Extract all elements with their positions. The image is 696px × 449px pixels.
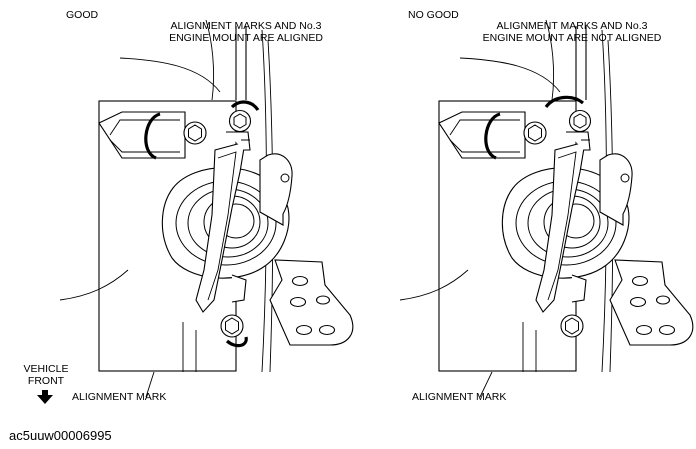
no-good-caption-line1: ALIGNMENT MARKS AND No.3 bbox=[496, 20, 648, 32]
good-alignment-mark-label: ALIGNMENT MARK bbox=[72, 391, 167, 403]
alignment-mark-upper-good bbox=[230, 100, 260, 111]
vehicle-front-line1: VEHICLE bbox=[23, 363, 69, 375]
good-caption: ALIGNMENT MARKS AND No.3 ENGINE MOUNT AR… bbox=[156, 20, 336, 44]
figure-id: ac5uuw00006995 bbox=[9, 428, 112, 443]
vehicle-front-label: VEHICLE FRONT bbox=[18, 363, 74, 387]
no-good-status-label: NO GOOD bbox=[408, 9, 459, 21]
good-caption-line1: ALIGNMENT MARKS AND No.3 bbox=[170, 20, 322, 32]
no-good-caption-line2: ENGINE MOUNT ARE NOT ALIGNED bbox=[482, 32, 662, 44]
alignment-mark-lower-good bbox=[225, 336, 248, 348]
alignment-mark-upper-no-good bbox=[544, 95, 585, 109]
good-mount-drawing bbox=[58, 18, 355, 398]
no-good-caption: ALIGNMENT MARKS AND No.3 ENGINE MOUNT AR… bbox=[472, 20, 672, 44]
no-good-mount-drawing bbox=[398, 18, 695, 398]
good-status-label: GOOD bbox=[66, 9, 99, 21]
vehicle-front-line2: FRONT bbox=[27, 375, 65, 387]
no-good-alignment-mark-label: ALIGNMENT MARK bbox=[412, 391, 507, 403]
vehicle-front-arrow-icon bbox=[37, 390, 53, 404]
good-caption-line2: ENGINE MOUNT ARE ALIGNED bbox=[169, 32, 323, 44]
